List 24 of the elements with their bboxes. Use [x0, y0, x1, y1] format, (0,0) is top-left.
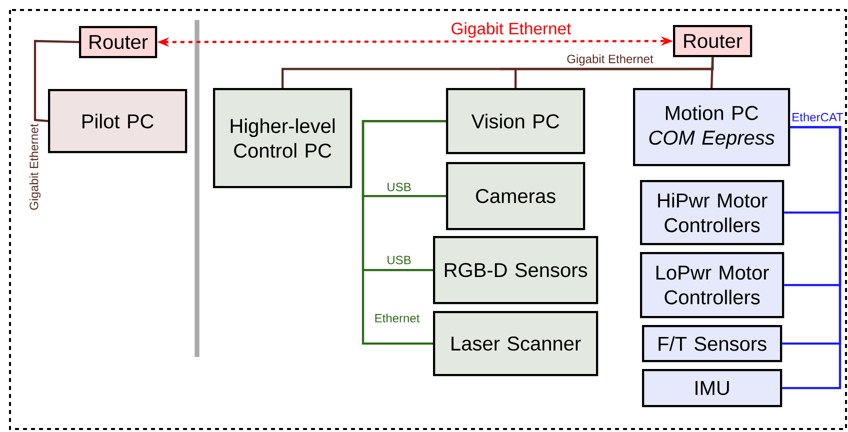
device-box: Laser Scanner [433, 311, 598, 376]
router-box: Router [673, 25, 752, 58]
edge-label: Gigabit Ethernet [449, 20, 573, 40]
computer-box: Pilot PC [48, 89, 188, 154]
device-box: HiPwr Motor Controllers [640, 180, 784, 246]
computer-box: Vision PC [446, 88, 586, 154]
connection-line [34, 40, 80, 122]
connection-line [362, 120, 446, 345]
device-box: RGB-D Sensors [433, 236, 598, 304]
computer-box: Motion PC COM Eepress [633, 88, 790, 166]
edge-label: USB [385, 254, 413, 266]
router-box: Router [79, 26, 158, 58]
device-box: Cameras [446, 162, 586, 230]
edge-label: Ethernet [373, 312, 422, 324]
edge-label: EtherCAT [790, 111, 845, 123]
device-box: LoPwr Motor Controllers [640, 252, 784, 318]
device-box: IMU [642, 369, 782, 408]
connection-line [782, 126, 842, 390]
computer-box: Higher-level Control PC [213, 88, 352, 188]
device-box: F/T Sensors [642, 325, 782, 362]
edge-label: Gigabit Ethernet [28, 122, 42, 212]
connection-line [710, 57, 714, 88]
edge-label: USB [385, 181, 413, 193]
edge-label: Gigabit Ethernet [565, 53, 655, 67]
